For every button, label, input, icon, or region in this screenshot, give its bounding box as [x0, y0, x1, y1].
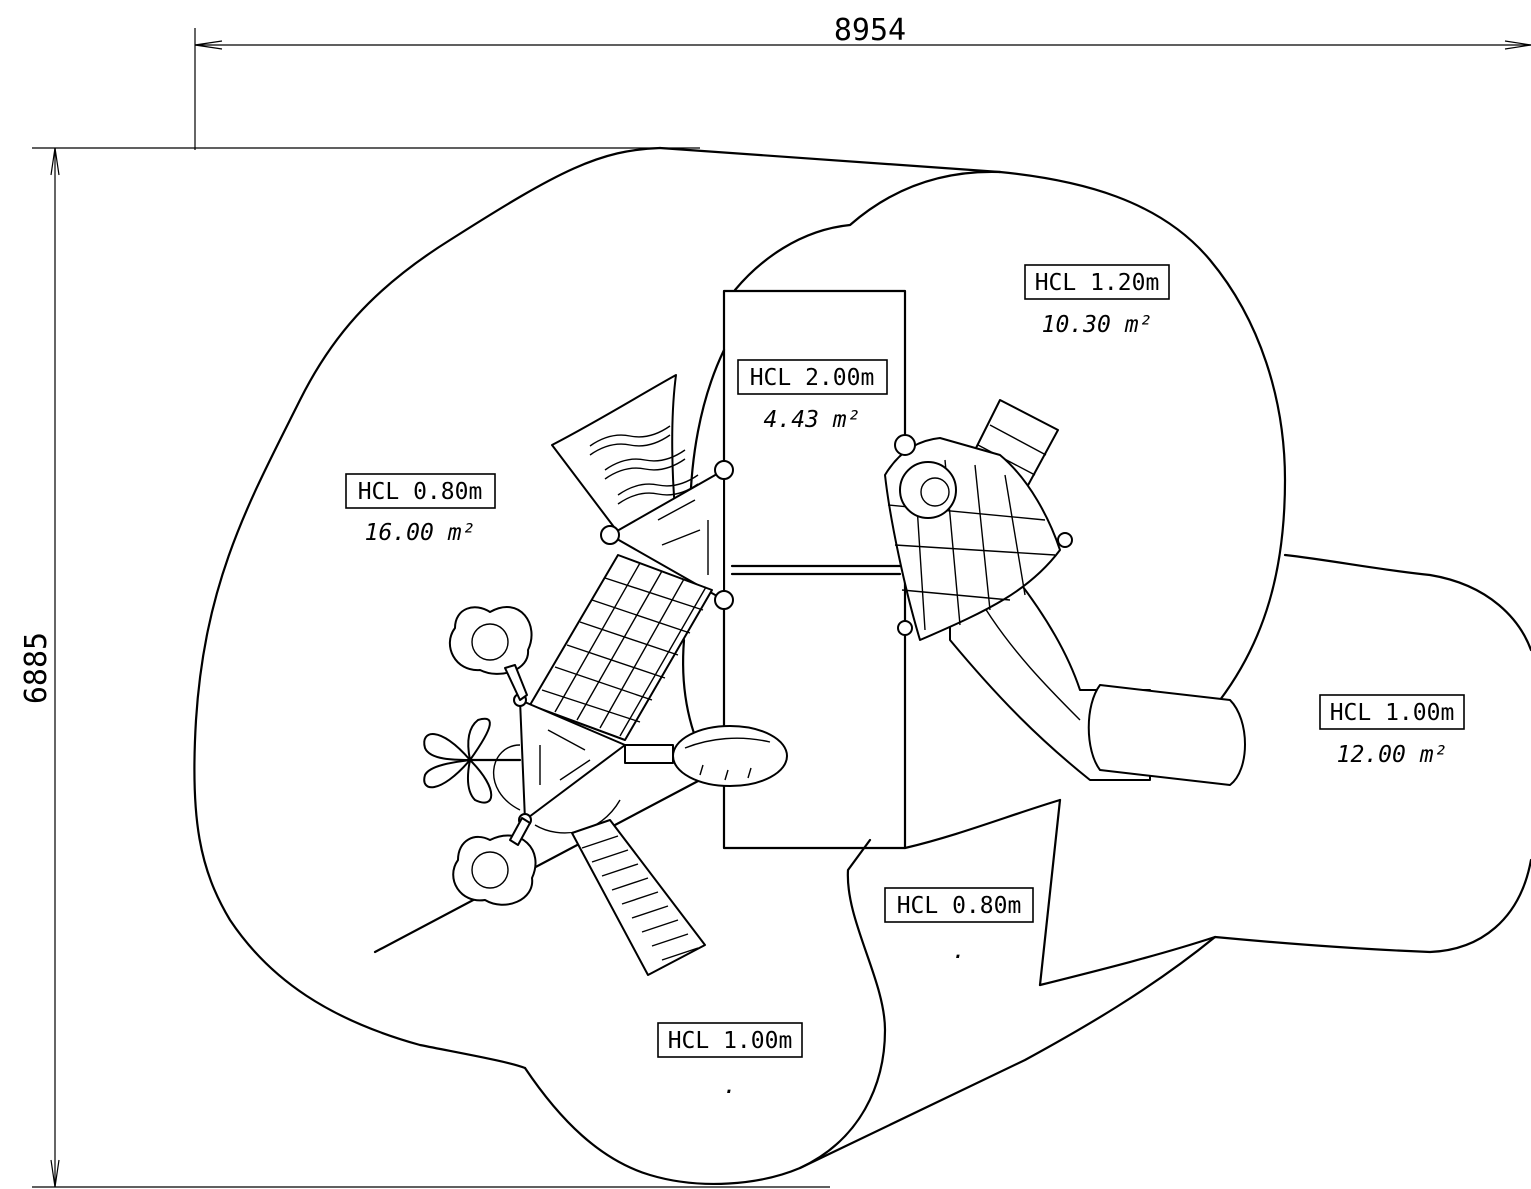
width-dimension: 8954: [834, 13, 906, 48]
safety-zone-outlines: [193, 146, 1531, 1185]
zone-label-upper-right: HCL 1.20m 10.30 m²: [1024, 264, 1170, 338]
hcl-label: HCL 1.00m: [668, 1028, 793, 1054]
height-dimension: 6885: [19, 632, 54, 704]
hcl-label: HCL 1.00m: [1330, 700, 1455, 726]
right-tower-structure: [884, 399, 1246, 786]
hcl-label: HCL 0.80m: [358, 479, 483, 505]
hcl-label: HCL 0.80m: [897, 893, 1022, 919]
area-label: 10.30 m²: [1042, 312, 1153, 338]
area-label: 4.43 m²: [764, 407, 861, 433]
zone-label-bottom: HCL 1.00m .: [657, 1022, 803, 1099]
area-label: .: [723, 1073, 737, 1099]
zone-label-center-deck: HCL 2.00m 4.43 m²: [737, 359, 888, 433]
hcl-label: HCL 2.00m: [750, 365, 875, 391]
zone-label-right: HCL 1.00m 12.00 m²: [1319, 694, 1465, 768]
area-label: .: [952, 938, 966, 964]
area-label: 12.00 m²: [1337, 742, 1448, 768]
zone-label-lower-middle: HCL 0.80m .: [884, 887, 1034, 964]
hcl-label: HCL 1.20m: [1035, 270, 1160, 296]
dimension-lines: [32, 28, 1531, 1188]
connecting-bridge: [730, 564, 902, 576]
left-play-structure: [423, 374, 788, 976]
area-label: 16.00 m²: [365, 520, 476, 546]
zone-label-upper-left: HCL 0.80m 16.00 m²: [345, 473, 496, 546]
